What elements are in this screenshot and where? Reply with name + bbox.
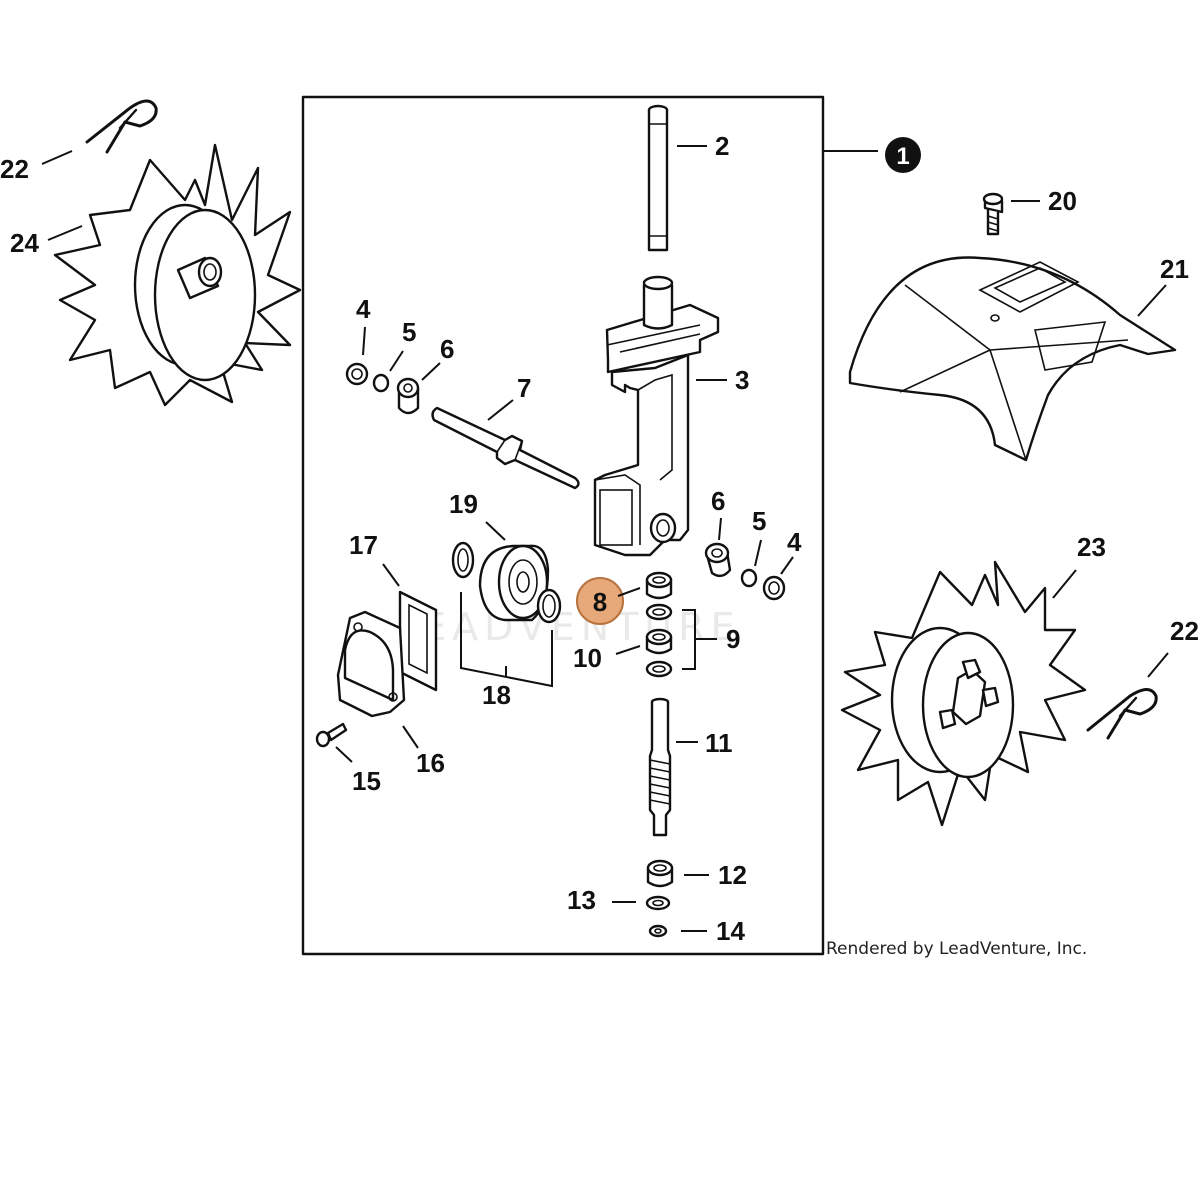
credit-text: Rendered by LeadVenture, Inc.	[826, 939, 1087, 959]
part-10-sleeve[interactable]	[645, 628, 673, 655]
watermark: LEADVENTURE	[395, 605, 741, 649]
svg-text:1: 1	[896, 143, 909, 170]
part-20-bolt[interactable]	[982, 192, 1004, 236]
part-6-bushing-right[interactable]	[704, 542, 732, 578]
part-24-tine-left[interactable]	[53, 143, 302, 407]
callout-1[interactable]: 1	[885, 137, 921, 173]
part-4-seal-left[interactable]	[345, 362, 369, 386]
callout-9[interactable]: 9	[726, 624, 740, 654]
callout-6-right[interactable]: 6	[711, 486, 725, 516]
part-22-hairpin-right[interactable]	[1086, 688, 1158, 740]
part-9-washer-top[interactable]	[645, 603, 673, 621]
callout-8-highlighted[interactable]: 8	[576, 577, 624, 625]
svg-text:8: 8	[593, 587, 607, 617]
callout-19[interactable]: 19	[449, 489, 478, 519]
callout-4-left[interactable]: 4	[356, 294, 371, 324]
part-15-screw[interactable]	[315, 722, 348, 748]
part-23-tine-right[interactable]	[840, 560, 1087, 827]
part-4-seal-right[interactable]	[762, 575, 786, 601]
callout-11[interactable]: 11	[705, 728, 733, 758]
part-3-housing[interactable]	[593, 275, 720, 557]
callout-3[interactable]: 3	[735, 365, 749, 395]
part-17-gasket[interactable]	[398, 590, 438, 692]
callout-18[interactable]: 18	[482, 680, 511, 710]
part-8-sleeve[interactable]	[645, 571, 673, 600]
callout-16[interactable]: 16	[416, 748, 445, 778]
callout-23[interactable]: 23	[1077, 532, 1106, 562]
part-13-washer[interactable]	[645, 895, 671, 911]
callout-17[interactable]: 17	[349, 530, 378, 560]
callout-20[interactable]: 20	[1048, 186, 1077, 216]
part-5-ring-right[interactable]	[740, 568, 758, 588]
callout-5-right[interactable]: 5	[752, 506, 766, 536]
part-5-ring-left[interactable]	[372, 373, 390, 393]
callout-14[interactable]: 14	[716, 916, 745, 946]
callout-2[interactable]: 2	[715, 131, 729, 161]
callout-4-right[interactable]: 4	[787, 527, 802, 557]
callout-6-left[interactable]: 6	[440, 334, 454, 364]
part-19-bearing[interactable]	[451, 541, 562, 624]
callout-22-right[interactable]: 22	[1170, 616, 1199, 646]
part-7-shaft[interactable]	[431, 406, 580, 490]
part-16-cover[interactable]	[336, 610, 406, 718]
part-14-clip[interactable]	[648, 924, 668, 938]
callout-22-left[interactable]: 22	[0, 154, 29, 184]
callout-12[interactable]: 12	[718, 860, 747, 890]
callout-24[interactable]: 24	[10, 228, 39, 258]
callout-15[interactable]: 15	[352, 766, 381, 796]
callout-7[interactable]: 7	[517, 373, 531, 403]
callout-21[interactable]: 21	[1160, 254, 1189, 284]
part-11-threaded-rod[interactable]	[648, 697, 672, 837]
callout-10[interactable]: 10	[573, 643, 602, 673]
part-22-hairpin-left[interactable]	[85, 99, 158, 154]
part-9-washer-bottom[interactable]	[645, 660, 673, 678]
part-21-shield[interactable]	[848, 256, 1177, 462]
part-2-pin[interactable]	[647, 104, 669, 252]
callout-5-left[interactable]: 5	[402, 317, 416, 347]
assembly-frame	[301, 95, 825, 956]
part-6-bushing-left[interactable]	[396, 377, 420, 415]
part-12-sleeve[interactable]	[646, 859, 674, 888]
callout-13[interactable]: 13	[567, 885, 596, 915]
